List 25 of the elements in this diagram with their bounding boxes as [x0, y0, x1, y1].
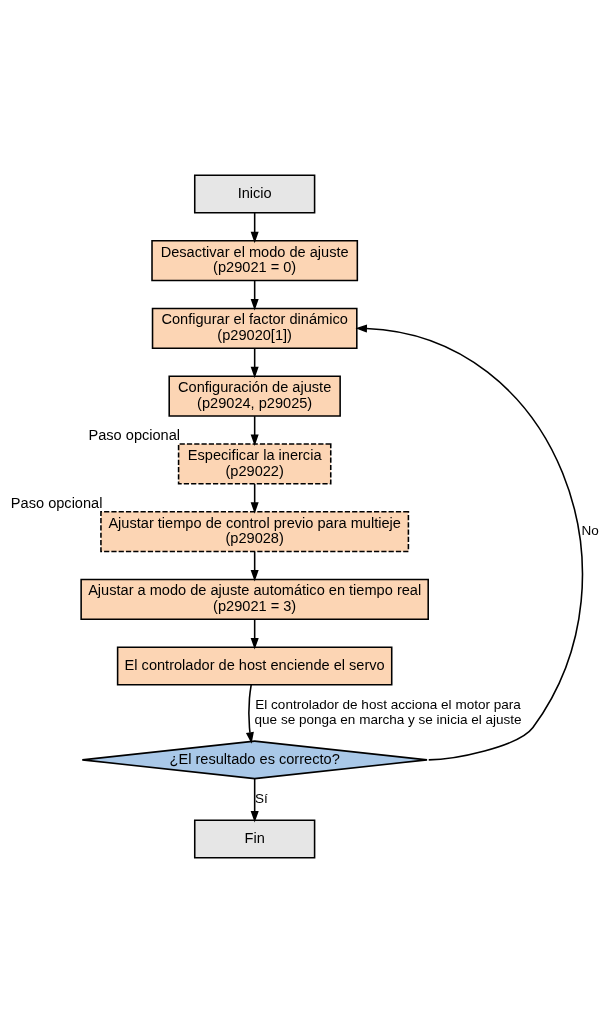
edge-label: El controlador de host acciona el motor para que se ponga en marcha y se inicia el ajuste [254, 696, 522, 727]
node-box: Desactivar el modo de ajuste (p29021 = 0) [151, 239, 359, 281]
node-label: Paso opcional [10, 494, 103, 511]
node-box: El controlador de host enciende el servo [116, 646, 393, 686]
node-box: Inicio [193, 173, 316, 213]
arrow [250, 347, 259, 378]
arrow [250, 618, 259, 650]
arrow [245, 683, 254, 744]
arrow [250, 211, 259, 243]
node-diamond: ¿El resultado es correcto? [81, 739, 428, 779]
arrow [250, 777, 259, 823]
node-box: Fin [193, 819, 316, 859]
node-label: Paso opcional [88, 426, 181, 443]
node-box: Configurar el factor dinámico (p29020[1]) [151, 307, 358, 349]
arrow [355, 324, 583, 761]
arrow [250, 279, 259, 311]
arrow [250, 414, 259, 446]
edge-label: No [581, 522, 599, 538]
node-box: Especificar la inercia (p29022) [177, 442, 332, 484]
arrow [250, 482, 259, 514]
edge-label: Sí [255, 790, 268, 806]
node-box: Ajustar tiempo de control previo para multieje (p29028) [100, 510, 410, 552]
node-box: Ajustar a modo de ajuste automático en tiempo real (p29021 = 3) [80, 578, 429, 620]
arrow [250, 550, 259, 581]
node-box: Configuración de ajuste (p29024, p29025) [168, 375, 341, 417]
